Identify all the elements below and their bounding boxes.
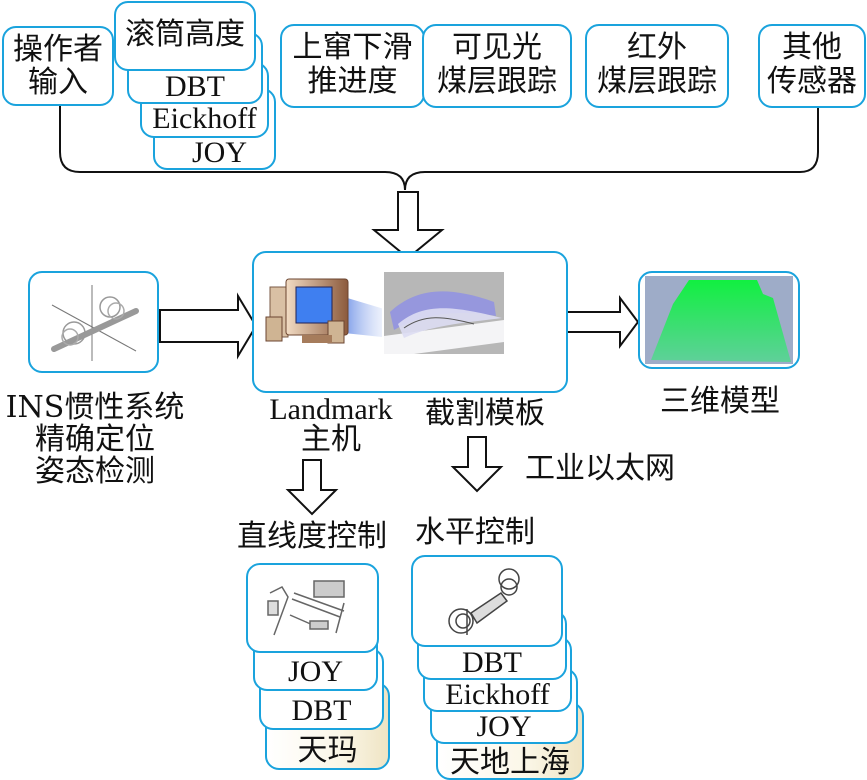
- advance-line2: 推进度: [307, 64, 398, 99]
- network-label: 工业以太网: [525, 451, 675, 486]
- visible-light-box: 可见光 煤层跟踪: [422, 24, 572, 108]
- horizontal-vendor-eickhoff: Eickhoff: [445, 677, 550, 711]
- drum-height-box: 滚筒高度: [114, 1, 256, 71]
- ins-label-line3: 姿态检测: [35, 454, 155, 489]
- host-label-line2: 主机: [301, 422, 361, 457]
- visible-light-line1: 可见光: [452, 30, 542, 65]
- horizontal-image-card: [411, 555, 563, 647]
- advance-box: 上窜下滑 推进度: [280, 24, 425, 108]
- other-sensors-box: 其他 传感器: [758, 24, 866, 108]
- arrow-ins-to-host: [159, 292, 258, 360]
- template-label: 截割模板: [425, 396, 545, 431]
- model3d-label: 三维模型: [660, 384, 780, 419]
- horizontal-vendor-joy: JOY: [476, 709, 532, 743]
- input-brace: [59, 104, 819, 191]
- model3d-box: [638, 271, 800, 369]
- ins-label-line2: 精确定位: [35, 422, 155, 457]
- ins-label-line1: INS惯性系统: [5, 390, 185, 425]
- computer-icon: [265, 278, 382, 344]
- conveyor-icon: [267, 580, 345, 636]
- operator-input-line1: 操作者: [13, 32, 103, 67]
- arrow-to-horizontal: [450, 436, 504, 493]
- host-box: [252, 251, 568, 393]
- drum-height-title: 滚筒高度: [125, 17, 245, 52]
- other-sensors-line1: 其他: [782, 30, 842, 65]
- horizontal-title: 水平控制: [415, 515, 535, 550]
- advance-line1: 上窜下滑: [292, 30, 413, 65]
- shearer-arm-icon: [448, 568, 520, 635]
- drum-vendor-eickhoff: Eickhoff: [152, 101, 257, 135]
- straightness-title: 直线度控制: [237, 519, 387, 554]
- visible-light-line2: 煤层跟踪: [437, 64, 557, 99]
- horizontal-vendor-tiandi: 天地上海: [450, 744, 570, 780]
- ins-gyro-icon: [51, 285, 139, 361]
- ins-box: [28, 271, 159, 373]
- straightness-image-card: [246, 563, 379, 653]
- operator-input-line2: 输入: [28, 65, 88, 100]
- drum-vendor-dbt: DBT: [165, 69, 225, 103]
- cutting-surface-image: [384, 272, 504, 354]
- straightness-vendor-dbt: DBT: [291, 693, 352, 727]
- horizontal-vendor-dbt: DBT: [462, 645, 522, 679]
- infrared-box: 红外 煤层跟踪: [585, 24, 729, 108]
- arrow-host-to-model: [566, 295, 640, 349]
- other-sensors-line2: 传感器: [767, 64, 857, 99]
- straightness-vendor-joy: JOY: [287, 654, 343, 688]
- drum-vendor-joy: JOY: [191, 135, 247, 169]
- infrared-line1: 红外: [627, 30, 687, 65]
- 3d-model-image: [645, 276, 793, 364]
- infrared-line2: 煤层跟踪: [597, 64, 717, 99]
- host-label-line1: Landmark: [269, 393, 393, 426]
- operator-input-box: 操作者 输入: [2, 26, 114, 106]
- straightness-vendor-tianma: 天玛: [297, 732, 358, 768]
- arrow-to-straightness: [285, 459, 339, 516]
- down-arrow-to-host: [371, 191, 445, 260]
